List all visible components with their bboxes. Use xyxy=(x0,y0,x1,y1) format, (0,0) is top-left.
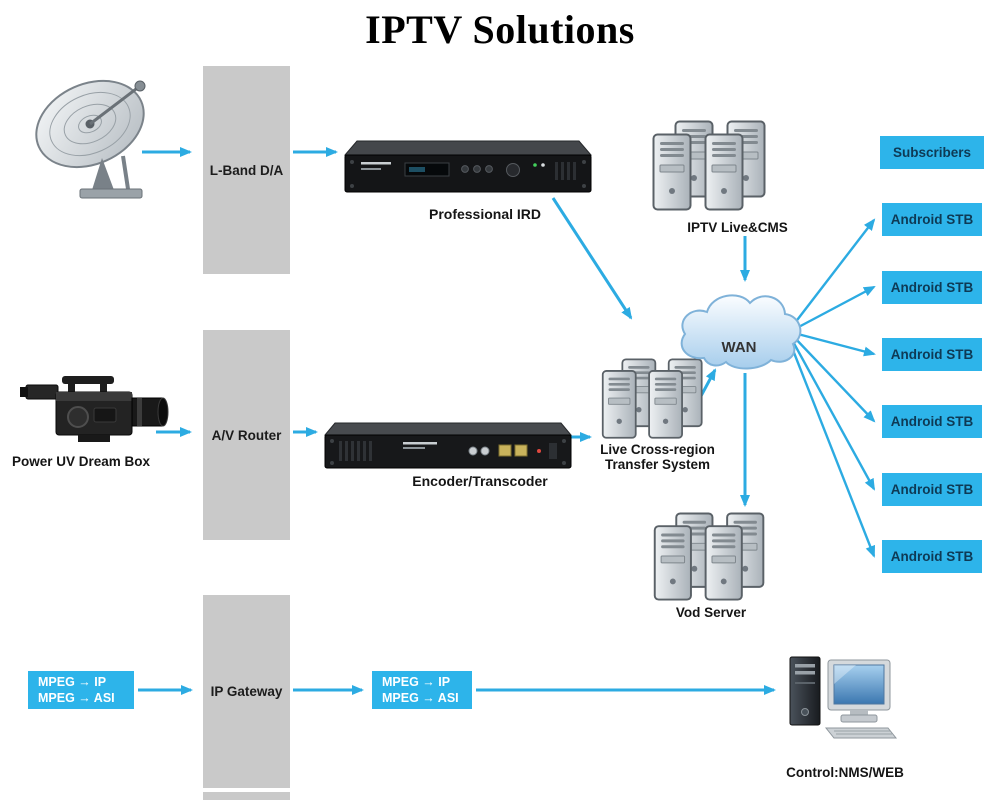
cms-server-stack-icon xyxy=(652,120,766,211)
mpeg-output-line1: MPEG → IP xyxy=(382,675,451,689)
stage-bar-av-router-label: A/V Router xyxy=(211,427,282,443)
video-camera-icon xyxy=(20,376,169,442)
arrow-wan-to-stb-3 xyxy=(793,331,876,357)
arrow-wan-to-stb-1 xyxy=(790,218,876,329)
encoder-transcoder-label: Encoder/Transcoder xyxy=(412,473,548,489)
android-stb-box-5: Android STB xyxy=(882,473,982,506)
mpeg-input-box: MPEG → IP MPEG → ASI xyxy=(28,671,134,709)
professional-ird-device-icon xyxy=(343,140,593,193)
subscribers-box: Subscribers xyxy=(880,136,984,169)
android-stb-box-1: Android STB xyxy=(882,203,982,236)
wan-label: WAN xyxy=(721,339,757,356)
stage-bar-ip-gateway: IP Gateway xyxy=(203,595,290,788)
stage-bar-stub xyxy=(203,792,290,800)
stage-bar-lband-label: L-Band D/A xyxy=(209,162,284,178)
android-stb-label: Android STB xyxy=(890,482,974,497)
transfer-system-label-line2: Transfer System xyxy=(604,457,711,472)
stage-bar-ip-gateway-label: IP Gateway xyxy=(210,684,283,699)
mpeg-input-line2: MPEG → ASI xyxy=(38,691,115,705)
stage-bar-lband: L-Band D/A xyxy=(203,66,290,274)
arrow-wan-to-stb-5 xyxy=(789,337,876,491)
encoder-transcoder-device-icon xyxy=(323,422,573,469)
arrow-wan-to-stb-4 xyxy=(792,335,876,423)
control-computer-icon xyxy=(789,656,898,739)
android-stb-box-4: Android STB xyxy=(882,405,982,438)
android-stb-box-2: Android STB xyxy=(882,271,982,304)
page-title: IPTV Solutions xyxy=(365,7,635,52)
android-stb-label: Android STB xyxy=(890,212,974,227)
vod-server-label: Vod Server xyxy=(675,605,747,620)
arrow-wan-to-stb-6 xyxy=(787,339,876,558)
transfer-system-label-line1: Live Cross-region xyxy=(600,442,715,457)
iptv-live-cms-label: IPTV Live&CMS xyxy=(687,220,788,235)
arrow-transfer-to-wan xyxy=(699,368,717,397)
arrow-wan-to-stb-2 xyxy=(792,285,876,332)
arrow-ird-to-wan xyxy=(551,197,633,320)
subscribers-label: Subscribers xyxy=(892,145,972,160)
vod-server-stack-icon xyxy=(653,512,765,601)
control-nms-web-label: Control:NMS/WEB xyxy=(786,765,904,780)
mpeg-input-line1: MPEG → IP xyxy=(38,675,107,689)
professional-ird-label: Professional IRD xyxy=(428,206,542,222)
transfer-system-label: Live Cross-region Transfer System xyxy=(575,442,740,472)
android-stb-label: Android STB xyxy=(890,549,974,564)
satellite-dish-icon xyxy=(35,79,146,199)
android-stb-box-6: Android STB xyxy=(882,540,982,573)
wan-cloud-icon xyxy=(680,294,802,370)
camera-label: Power UV Dream Box xyxy=(11,454,151,469)
android-stb-label: Android STB xyxy=(890,414,974,429)
mpeg-output-box: MPEG → IP MPEG → ASI xyxy=(372,671,472,709)
android-stb-label: Android STB xyxy=(890,347,974,362)
android-stb-box-3: Android STB xyxy=(882,338,982,371)
mpeg-output-line2: MPEG → ASI xyxy=(382,691,459,705)
android-stb-label: Android STB xyxy=(890,280,974,295)
stage-bar-av-router: A/V Router xyxy=(203,330,290,540)
